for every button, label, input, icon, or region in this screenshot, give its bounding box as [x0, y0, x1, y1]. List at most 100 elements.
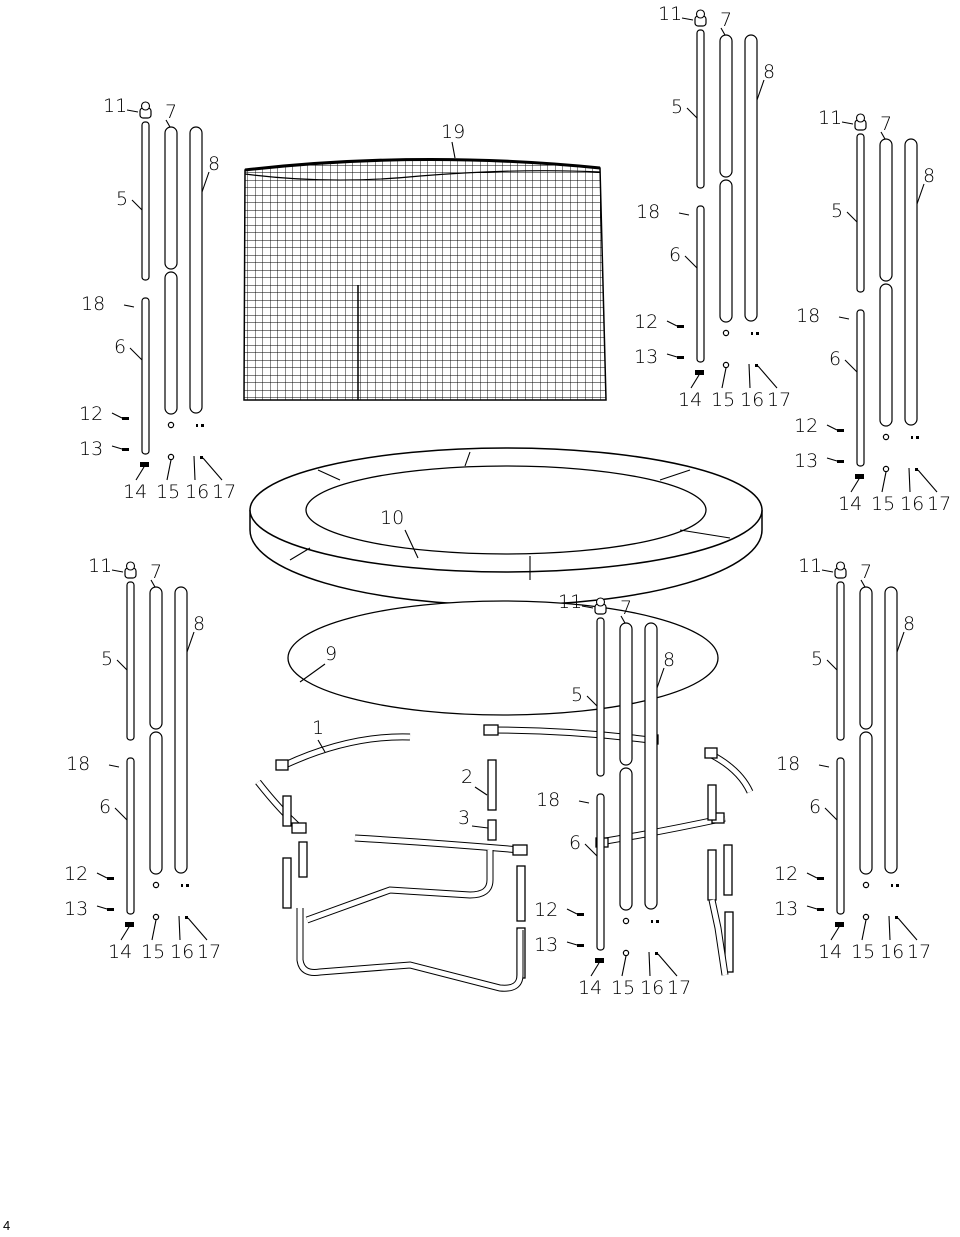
label-13: 13: [64, 898, 88, 920]
spacer-17: [915, 468, 918, 471]
screw-17: [916, 436, 919, 439]
label-8: 8: [763, 61, 775, 83]
label-19: 19: [441, 121, 465, 143]
label-8: 8: [663, 649, 675, 671]
jumping-mat: [287, 600, 719, 716]
label-17: 17: [667, 977, 691, 999]
label-15: 15: [156, 481, 180, 503]
label-11: 11: [818, 107, 842, 129]
screw-17: [186, 884, 189, 887]
lower-pole-6: [836, 757, 845, 915]
label-11: 11: [658, 3, 682, 25]
safety-net: [243, 157, 607, 401]
label-16: 16: [640, 977, 664, 999]
foam-sleeve-7: [149, 586, 163, 730]
foam-sleeve-8: [904, 138, 918, 426]
spacer-17: [200, 456, 203, 459]
foam-sleeve-lower: [859, 731, 873, 875]
bolt-12: [577, 913, 584, 916]
nut-15: [862, 881, 870, 889]
nut-15: [152, 881, 160, 889]
upper-pole-5: [696, 29, 705, 189]
screw-17: [756, 332, 759, 335]
label-15: 15: [871, 493, 895, 515]
foam-sleeve-7: [879, 138, 893, 282]
washer-15: [167, 453, 175, 461]
foam-sleeve-lower: [164, 271, 178, 415]
label-15: 15: [141, 941, 165, 963]
spacer-17: [185, 916, 188, 919]
upper-pole-5: [596, 617, 605, 777]
label-13: 13: [794, 450, 818, 472]
label-12: 12: [794, 415, 818, 437]
nut-15: [882, 433, 890, 441]
end-cap-14: [595, 958, 604, 963]
screw-17: [896, 884, 899, 887]
label-14: 14: [123, 481, 147, 503]
spacer-17: [655, 952, 658, 955]
lower-pole-6: [596, 793, 605, 951]
end-cap-14: [125, 922, 134, 927]
cap-knob: [855, 113, 866, 123]
label-16: 16: [880, 941, 904, 963]
label-3: 3: [458, 807, 470, 829]
label-1: 1: [312, 717, 324, 739]
spacer-17: [895, 916, 898, 919]
upper-pole-5: [856, 133, 865, 293]
label-18: 18: [796, 305, 820, 327]
page-number: 4: [3, 1218, 11, 1233]
lower-pole-6: [696, 205, 705, 363]
label-17: 17: [907, 941, 931, 963]
bolt-13: [837, 460, 844, 463]
label-13: 13: [774, 898, 798, 920]
label-7: 7: [720, 9, 732, 31]
foam-sleeve-7: [719, 34, 733, 178]
screw-17: [656, 920, 659, 923]
label-17: 17: [197, 941, 221, 963]
nut-15: [167, 421, 175, 429]
label-5: 5: [116, 188, 128, 210]
label-7: 7: [165, 101, 177, 123]
lower-pole-6: [126, 757, 135, 915]
end-cap-14: [695, 370, 704, 375]
label-18: 18: [776, 753, 800, 775]
label-16: 16: [170, 941, 194, 963]
bolt-12: [107, 877, 114, 880]
label-14: 14: [678, 389, 702, 411]
washer-15: [862, 913, 870, 921]
screw-16: [651, 920, 653, 923]
end-cap-14: [140, 462, 149, 467]
nut-15: [622, 917, 630, 925]
cap-knob: [695, 9, 706, 19]
screw-16: [751, 332, 753, 335]
washer-15: [622, 949, 630, 957]
label-5: 5: [671, 96, 683, 118]
label-12: 12: [64, 863, 88, 885]
bolt-13: [677, 356, 684, 359]
bolt-12: [677, 325, 684, 328]
foam-sleeve-lower: [719, 179, 733, 323]
spacer-17: [755, 364, 758, 367]
screw-17: [201, 424, 204, 427]
label-6: 6: [669, 244, 681, 266]
washer-15: [722, 361, 730, 369]
label-12: 12: [79, 403, 103, 425]
screw-16: [911, 436, 913, 439]
label-12: 12: [634, 311, 658, 333]
label-2: 2: [461, 766, 473, 788]
bolt-12: [817, 877, 824, 880]
bolt-12: [122, 417, 129, 420]
label-11: 11: [798, 555, 822, 577]
foam-sleeve-8: [884, 586, 898, 874]
label-17: 17: [767, 389, 791, 411]
label-17: 17: [927, 493, 951, 515]
part-labels: 19 10 9 1 2 3: [299, 121, 489, 829]
label-14: 14: [838, 493, 862, 515]
foam-sleeve-8: [744, 34, 758, 322]
bolt-13: [122, 448, 129, 451]
foam-sleeve-7: [164, 126, 178, 270]
screw-16: [891, 884, 893, 887]
